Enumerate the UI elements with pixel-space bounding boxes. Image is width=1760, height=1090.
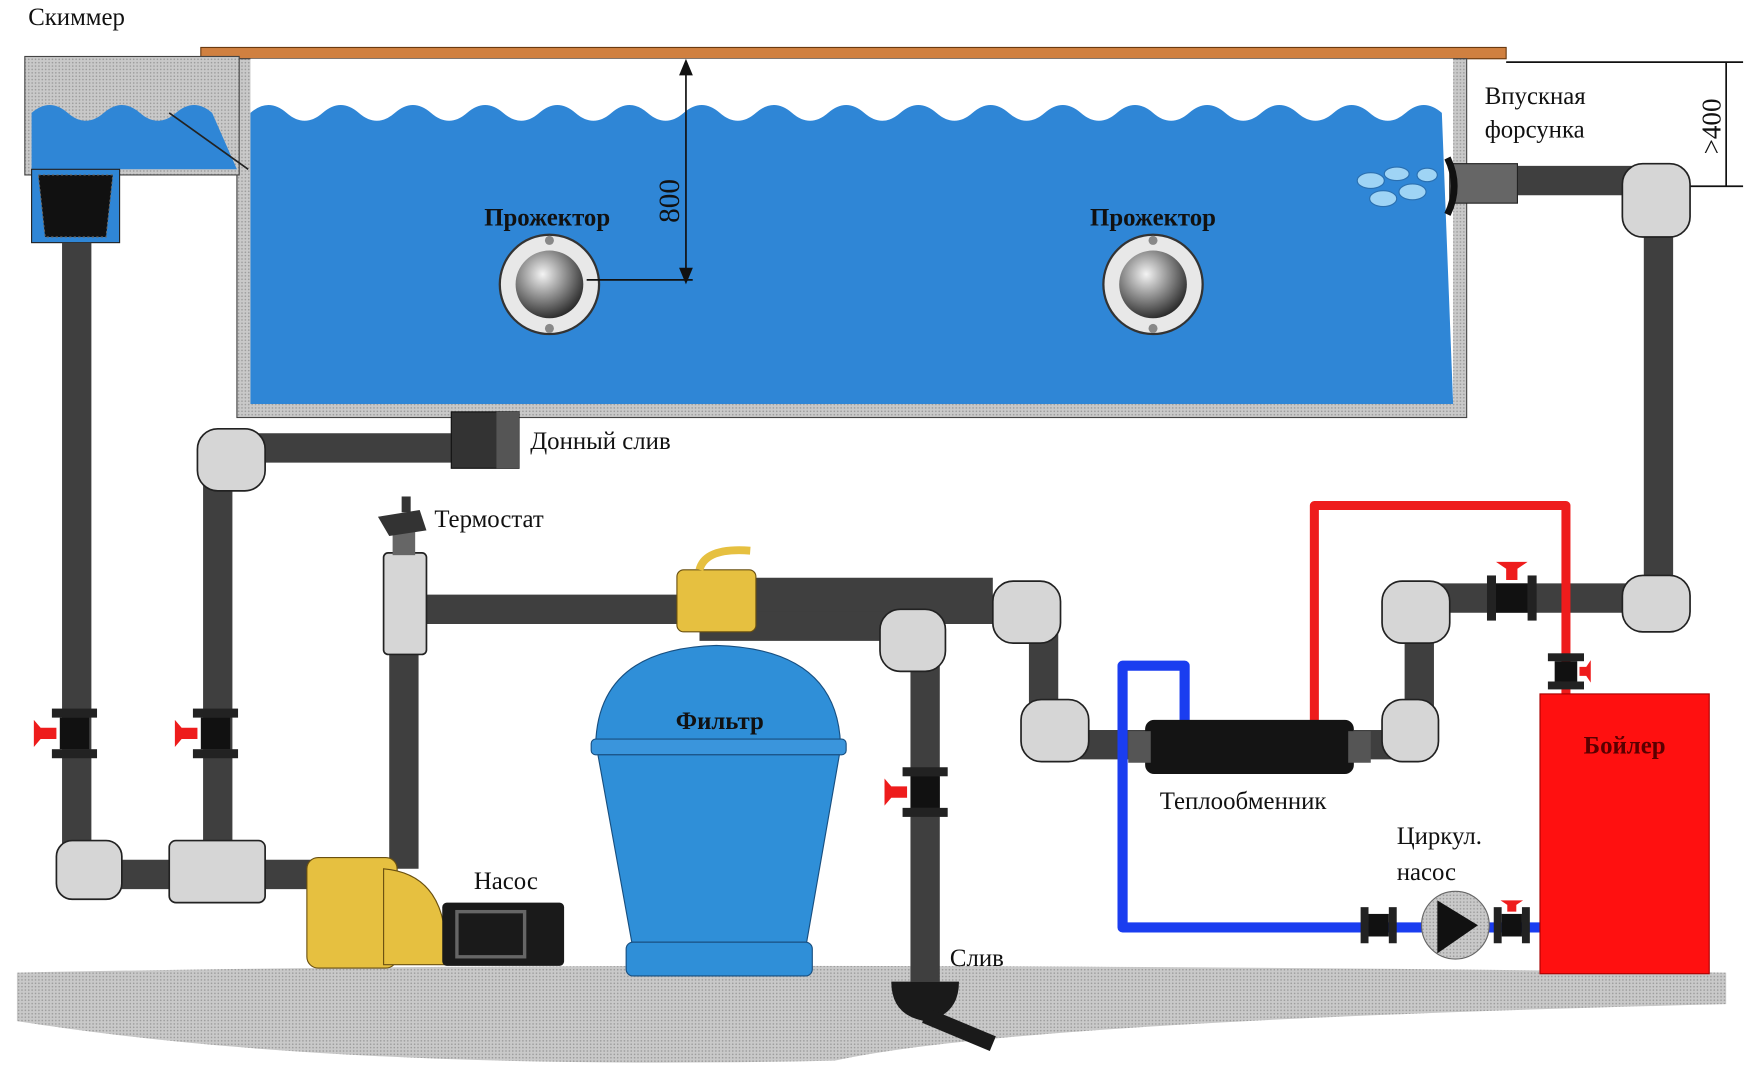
boiler [1539,693,1710,975]
cold-water-pipe [1117,660,1540,933]
drain-label: Слив [950,945,1004,972]
projector-right [1102,233,1204,336]
circulation-pump [1420,890,1490,960]
pool-water [250,105,1454,404]
inlet-bubbles [1356,166,1438,208]
projector-right-label: Прожектор [1090,205,1216,232]
bottom-drain-label: Донный слив [530,428,670,455]
water-level-dimension-label: >400 [1697,99,1727,155]
projector-left [498,233,601,336]
heat-exchanger [1128,719,1371,775]
skimmer [24,55,249,244]
floor-drain [891,981,996,1051]
projector-left-label: Прожектор [484,205,610,232]
depth-dimension-label: 800 [654,179,686,223]
inlet-nozzle-label-2: форсунка [1485,117,1585,144]
pump [306,856,565,969]
circ-pump-label-1: Циркул. [1397,823,1482,850]
bottom-drain [450,411,520,469]
inlet-nozzle-label-1: Впускная [1485,83,1586,110]
thermostat-label: Термостат [434,506,544,533]
depth-dimension [586,58,693,285]
pool-deck [200,46,1507,60]
hot-water-pipe [1309,501,1571,723]
boiler-label: Бойлер [1584,733,1666,760]
ground [16,965,1727,1063]
skimmer-label: Скиммер [28,4,125,31]
heat-exchanger-label: Теплообменник [1160,788,1328,815]
thermostat [377,496,427,556]
filter [590,546,847,977]
filter-label: Фильтр [676,708,764,735]
pump-label: Насос [474,868,538,895]
circ-pump-label-2: насос [1397,859,1456,886]
valves [33,561,1591,944]
